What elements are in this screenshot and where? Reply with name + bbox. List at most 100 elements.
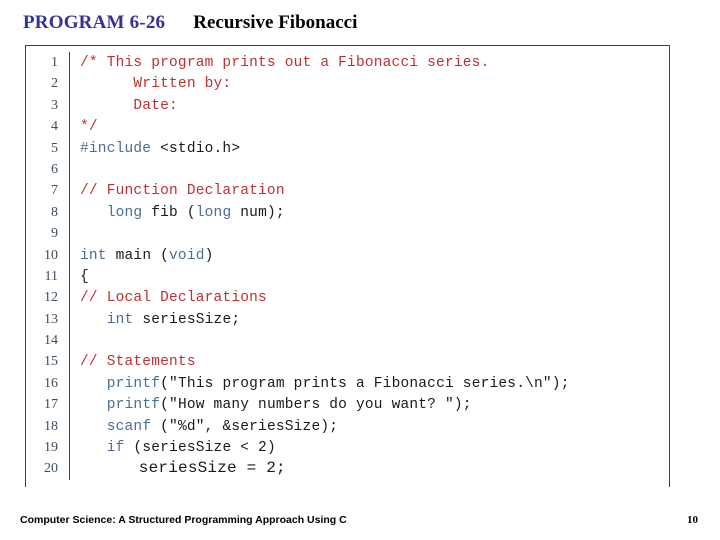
code-token-plain bbox=[80, 419, 107, 435]
code-line: 15 // Statements bbox=[26, 351, 669, 373]
code-line: 17 printf("How many numbers do you want?… bbox=[26, 394, 669, 416]
code-token-keyword: long bbox=[106, 204, 143, 221]
code-token-keyword: #include bbox=[80, 140, 152, 157]
code-token-plain bbox=[80, 440, 107, 456]
line-number: 4 bbox=[26, 116, 70, 138]
code-line: 14 bbox=[26, 330, 669, 352]
line-code: Written by: bbox=[70, 74, 231, 95]
code-line: 8 long fib (long num); bbox=[26, 201, 669, 224]
line-code: #include <stdio.h> bbox=[70, 139, 240, 160]
code-line: 7 // Function Declaration bbox=[26, 180, 669, 202]
line-number: 8 bbox=[26, 201, 70, 224]
code-token-keyword: printf bbox=[106, 375, 161, 392]
line-number: 14 bbox=[26, 330, 70, 352]
code-token-comment: // Statements bbox=[80, 354, 196, 371]
line-number: 9 bbox=[26, 223, 70, 245]
code-line: 1 /* This program prints out a Fibonacci … bbox=[26, 52, 669, 74]
code-token-keyword: if bbox=[106, 440, 125, 457]
code-token-plain: ("%d", &seriesSize); bbox=[151, 418, 339, 435]
line-number: 5 bbox=[26, 137, 70, 159]
code-token-comment: /* This program prints out a Fibonacci s… bbox=[80, 55, 490, 71]
line-code: // Local Declarations bbox=[70, 288, 267, 309]
code-token-keyword: long bbox=[195, 204, 232, 221]
code-token-plain: seriesSize = 2; bbox=[80, 459, 286, 478]
line-number: 13 bbox=[26, 308, 70, 331]
code-token-keyword: printf bbox=[106, 397, 161, 414]
line-number: 7 bbox=[26, 180, 70, 202]
line-number: 17 bbox=[26, 394, 70, 416]
slide-footer: Computer Science: A Structured Programmi… bbox=[0, 508, 720, 532]
line-number: 16 bbox=[26, 372, 70, 395]
line-number: 1 bbox=[26, 52, 70, 74]
code-token-plain bbox=[80, 312, 107, 328]
line-number: 19 bbox=[26, 437, 70, 459]
line-code: // Statements bbox=[70, 352, 196, 373]
code-token-plain: { bbox=[80, 268, 89, 285]
code-token-plain bbox=[80, 397, 107, 413]
code-line: 3 Date: bbox=[26, 94, 669, 117]
line-code: /* This program prints out a Fibonacci s… bbox=[70, 53, 489, 74]
program-label: PROGRAM 6-26 bbox=[23, 11, 166, 33]
line-number: 6 bbox=[26, 158, 70, 181]
line-number: 10 bbox=[26, 244, 70, 266]
code-line: 6 bbox=[26, 158, 669, 181]
code-token-plain bbox=[80, 376, 107, 392]
line-number: 18 bbox=[26, 415, 70, 438]
program-subtitle: Recursive Fibonacci bbox=[193, 11, 358, 33]
line-code: if (seriesSize < 2) bbox=[70, 438, 276, 459]
code-token-keyword: void bbox=[169, 247, 205, 264]
line-number: 20 bbox=[26, 458, 70, 480]
line-code: int main (void) bbox=[70, 246, 214, 267]
code-token-plain: <stdio.h> bbox=[151, 140, 241, 157]
code-token-keyword: int bbox=[106, 311, 134, 328]
code-line: 2 Written by: bbox=[26, 73, 669, 95]
code-token-plain: (seriesSize < 2) bbox=[124, 440, 276, 457]
line-code: seriesSize = 2; bbox=[70, 458, 286, 479]
code-line: 18 scanf ("%d", &seriesSize); bbox=[26, 415, 669, 438]
code-token-plain: ("This program prints a Fibonacci series… bbox=[160, 375, 570, 392]
line-number: 2 bbox=[26, 73, 70, 95]
code-token-comment: */ bbox=[80, 119, 98, 136]
code-token-plain: fib ( bbox=[142, 204, 196, 221]
code-line: 5#include <stdio.h> bbox=[26, 137, 669, 160]
code-line: 4 */ bbox=[26, 116, 669, 138]
code-token-plain: ) bbox=[204, 247, 214, 264]
code-line: 9 bbox=[26, 223, 669, 245]
line-code: // Function Declaration bbox=[70, 181, 285, 202]
code-token-plain: num); bbox=[231, 204, 285, 221]
code-line: 20 seriesSize = 2; bbox=[26, 458, 669, 480]
line-code: printf("How many numbers do you want? ")… bbox=[70, 395, 472, 416]
code-listing: 1 /* This program prints out a Fibonacci … bbox=[26, 46, 669, 480]
line-code: printf("This program prints a Fibonacci … bbox=[70, 374, 570, 395]
line-code: int seriesSize; bbox=[70, 310, 240, 331]
code-line: 11 { bbox=[26, 265, 669, 288]
footer-book-title: Computer Science: A Structured Programmi… bbox=[20, 514, 347, 526]
line-number: 3 bbox=[26, 94, 70, 117]
line-code: long fib (long num); bbox=[70, 203, 285, 224]
code-line: 16 printf("This program prints a Fibonac… bbox=[26, 372, 669, 395]
code-token-plain: seriesSize; bbox=[133, 311, 241, 328]
code-token-comment: // Function Declaration bbox=[80, 183, 285, 200]
code-token-keyword: scanf bbox=[106, 418, 152, 435]
slide-title-bar: PROGRAM 6-26 Recursive Fibonacci bbox=[0, 0, 720, 45]
code-token-comment: Date: bbox=[80, 97, 178, 114]
line-number: 11 bbox=[26, 265, 70, 288]
code-line: 19 if (seriesSize < 2) bbox=[26, 437, 669, 459]
code-token-keyword: int bbox=[80, 247, 107, 264]
code-listing-box: 1 /* This program prints out a Fibonacci … bbox=[25, 45, 670, 487]
page-number: 10 bbox=[687, 514, 698, 526]
line-number: 12 bbox=[26, 287, 70, 309]
code-token-comment: // Local Declarations bbox=[80, 290, 267, 307]
code-token-comment: Written by: bbox=[80, 76, 232, 93]
code-token-plain: main ( bbox=[106, 247, 170, 264]
code-line: 13 int seriesSize; bbox=[26, 308, 669, 331]
code-token-plain bbox=[80, 205, 107, 221]
line-code: scanf ("%d", &seriesSize); bbox=[70, 417, 338, 438]
code-line: 12 // Local Declarations bbox=[26, 287, 669, 309]
code-token-plain: ("How many numbers do you want? "); bbox=[160, 397, 472, 414]
line-code: Date: bbox=[70, 96, 178, 117]
line-number: 15 bbox=[26, 351, 70, 373]
line-code: { bbox=[70, 267, 89, 288]
line-code: */ bbox=[70, 117, 98, 138]
